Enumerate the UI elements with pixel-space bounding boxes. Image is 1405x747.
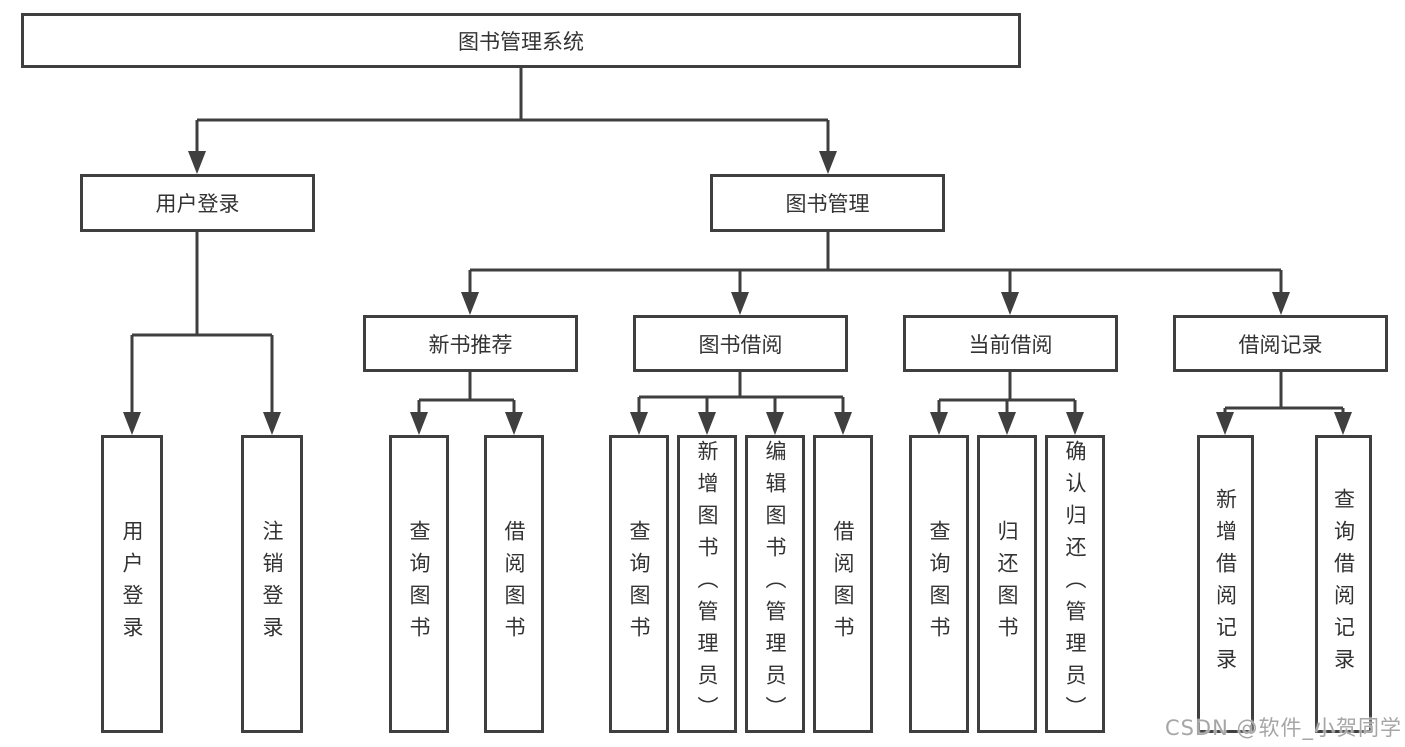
leaf-edit-books-admin: 编辑图书（管理员） <box>745 435 805 733</box>
book-borrowing-children-connector <box>630 372 852 435</box>
new-book-recommend-children-connector <box>410 372 523 435</box>
current-borrowing-children-connector <box>930 372 1084 435</box>
node-book-management: 图书管理 <box>710 174 945 232</box>
leaf-add-borrow-record: 新增借阅记录 <box>1197 435 1254 733</box>
node-current-borrowing: 当前借阅 <box>903 315 1118 372</box>
user-login-children-connector <box>123 232 281 435</box>
leaf-confirm-return-admin: 确认归还（管理员） <box>1045 435 1105 733</box>
watermark: CSDN @软件_小贺同学 <box>1164 716 1402 740</box>
leaf-borrow-books: 借阅图书 <box>484 435 544 733</box>
leaf-user-login: 用户登录 <box>101 435 163 733</box>
root-to-level2-connector <box>188 68 837 174</box>
node-borrowing-records: 借阅记录 <box>1173 315 1388 372</box>
leaf-query-books: 查询图书 <box>389 435 449 733</box>
node-book-borrowing: 图书借阅 <box>633 315 848 372</box>
leaf-query-books: 查询图书 <box>609 435 669 733</box>
leaf-logout: 注销登录 <box>241 435 303 733</box>
node-user-login: 用户登录 <box>80 174 315 232</box>
leaf-return-books: 归还图书 <box>977 435 1037 733</box>
node-library-management-system: 图书管理系统 <box>21 13 1021 68</box>
leaf-query-borrow-record: 查询借阅记录 <box>1315 435 1372 733</box>
book-management-children-connector <box>461 232 1290 315</box>
leaf-add-books-admin: 新增图书（管理员） <box>677 435 737 733</box>
borrowing-records-children-connector <box>1216 372 1352 435</box>
leaf-borrow-books: 借阅图书 <box>813 435 873 733</box>
node-new-book-recommend: 新书推荐 <box>363 315 578 372</box>
leaf-query-books: 查询图书 <box>909 435 969 733</box>
